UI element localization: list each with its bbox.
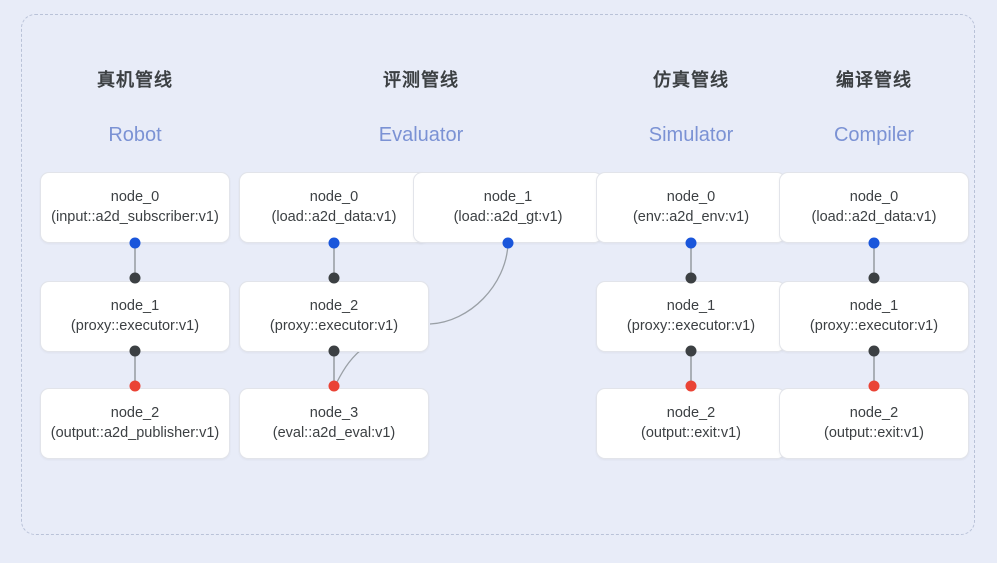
node-name-label: node_1 bbox=[110, 298, 160, 314]
pipeline-group-frame bbox=[21, 14, 975, 535]
port-blue-dot[interactable] bbox=[868, 237, 880, 249]
column-title-en-evaluator: Evaluator bbox=[378, 124, 464, 146]
node-name-label: node_2 bbox=[110, 405, 160, 421]
node-spec-label: (load::a2d_data:v1) bbox=[271, 209, 397, 225]
port-black-dot[interactable] bbox=[129, 272, 141, 284]
node-box-robot-node_1[interactable]: node_1(proxy::executor:v1) bbox=[40, 281, 230, 352]
node-spec-label: (load::a2d_gt:v1) bbox=[453, 209, 563, 225]
port-black-dot[interactable] bbox=[328, 345, 340, 357]
column-title-cn-robot: 真机管线 bbox=[97, 70, 173, 90]
node-name-label: node_0 bbox=[309, 189, 359, 205]
node-name-label: node_2 bbox=[666, 405, 716, 421]
column-title-en-compiler: Compiler bbox=[833, 124, 915, 146]
node-name-label: node_0 bbox=[666, 189, 716, 205]
port-black-dot[interactable] bbox=[685, 345, 697, 357]
port-red-dot[interactable] bbox=[685, 380, 697, 392]
port-black-dot[interactable] bbox=[685, 272, 697, 284]
node-box-evaluator-node_0[interactable]: node_0(load::a2d_data:v1) bbox=[239, 172, 429, 243]
node-spec-label: (eval::a2d_eval:v1) bbox=[272, 425, 396, 441]
node-name-label: node_0 bbox=[849, 189, 899, 205]
port-blue-dot[interactable] bbox=[685, 237, 697, 249]
node-name-label: node_1 bbox=[849, 298, 899, 314]
node-spec-label: (output::exit:v1) bbox=[824, 425, 924, 441]
node-box-simulator-node_0[interactable]: node_0(env::a2d_env:v1) bbox=[596, 172, 786, 243]
port-red-dot[interactable] bbox=[868, 380, 880, 392]
column-title-en-simulator: Simulator bbox=[648, 124, 734, 146]
node-box-evaluator-node_1[interactable]: node_1(load::a2d_gt:v1) bbox=[413, 172, 603, 243]
node-name-label: node_0 bbox=[110, 189, 160, 205]
node-spec-label: (output::a2d_publisher:v1) bbox=[50, 425, 220, 441]
node-box-evaluator-node_3[interactable]: node_3(eval::a2d_eval:v1) bbox=[239, 388, 429, 459]
port-black-dot[interactable] bbox=[868, 345, 880, 357]
port-red-dot[interactable] bbox=[129, 380, 141, 392]
node-spec-label: (output::exit:v1) bbox=[641, 425, 741, 441]
node-box-compiler-node_2[interactable]: node_2(output::exit:v1) bbox=[779, 388, 969, 459]
node-name-label: node_1 bbox=[483, 189, 533, 205]
port-blue-dot[interactable] bbox=[328, 237, 340, 249]
node-box-compiler-node_1[interactable]: node_1(proxy::executor:v1) bbox=[779, 281, 969, 352]
node-box-compiler-node_0[interactable]: node_0(load::a2d_data:v1) bbox=[779, 172, 969, 243]
column-title-cn-compiler: 编译管线 bbox=[836, 70, 912, 90]
port-black-dot[interactable] bbox=[129, 345, 141, 357]
port-black-dot[interactable] bbox=[868, 272, 880, 284]
node-box-robot-node_0[interactable]: node_0(input::a2d_subscriber:v1) bbox=[40, 172, 230, 243]
node-name-label: node_3 bbox=[309, 405, 359, 421]
node-spec-label: (load::a2d_data:v1) bbox=[811, 209, 937, 225]
column-title-en-robot: Robot bbox=[108, 124, 162, 146]
node-name-label: node_2 bbox=[849, 405, 899, 421]
column-title-cn-evaluator: 评测管线 bbox=[383, 70, 459, 90]
node-spec-label: (env::a2d_env:v1) bbox=[632, 209, 750, 225]
node-box-evaluator-node_2[interactable]: node_2(proxy::executor:v1) bbox=[239, 281, 429, 352]
port-red-dot[interactable] bbox=[328, 380, 340, 392]
node-spec-label: (proxy::executor:v1) bbox=[70, 318, 200, 334]
port-blue-dot[interactable] bbox=[129, 237, 141, 249]
node-spec-label: (proxy::executor:v1) bbox=[269, 318, 399, 334]
node-box-simulator-node_1[interactable]: node_1(proxy::executor:v1) bbox=[596, 281, 786, 352]
node-name-label: node_1 bbox=[666, 298, 716, 314]
node-name-label: node_2 bbox=[309, 298, 359, 314]
node-box-simulator-node_2[interactable]: node_2(output::exit:v1) bbox=[596, 388, 786, 459]
node-box-robot-node_2[interactable]: node_2(output::a2d_publisher:v1) bbox=[40, 388, 230, 459]
port-black-dot[interactable] bbox=[328, 272, 340, 284]
node-spec-label: (input::a2d_subscriber:v1) bbox=[51, 209, 219, 225]
port-blue-dot[interactable] bbox=[502, 237, 514, 249]
node-spec-label: (proxy::executor:v1) bbox=[626, 318, 756, 334]
node-spec-label: (proxy::executor:v1) bbox=[809, 318, 939, 334]
column-title-cn-simulator: 仿真管线 bbox=[653, 70, 729, 90]
